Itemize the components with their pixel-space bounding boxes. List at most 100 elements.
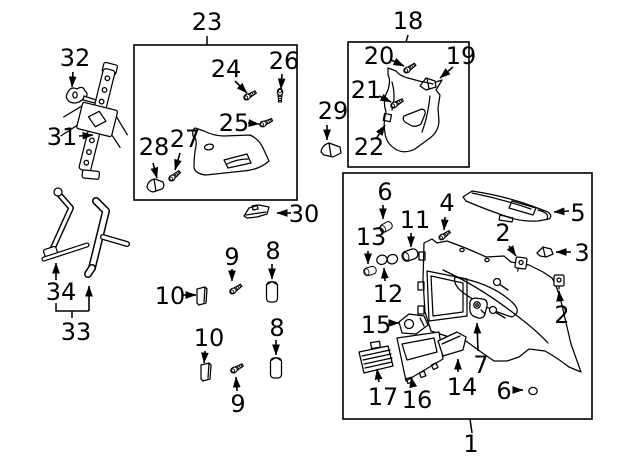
callout-arrow-21	[378, 93, 392, 103]
callout-label-18: 18	[393, 7, 424, 35]
callout-arrow-28	[150, 162, 159, 179]
callout-label-26: 26	[269, 47, 300, 75]
callout-arrow-27	[174, 152, 182, 171]
callout-label-2b: 2	[554, 301, 569, 329]
callout-label-6a: 6	[377, 178, 392, 206]
callout-label-8a: 8	[265, 237, 280, 265]
callout-arrow-7	[473, 322, 482, 352]
group-box-23	[133, 44, 298, 201]
callout-arrow-10b	[200, 350, 209, 364]
callout-arrow-24	[234, 80, 248, 94]
callout-label-33: 33	[61, 318, 92, 346]
callout-label-7: 7	[473, 351, 488, 379]
callout-arrow-2a	[506, 245, 517, 257]
callout-arrow-25	[247, 119, 260, 127]
part-29-clip-drawing	[320, 142, 342, 158]
part-34-crank-handle-drawing	[41, 187, 90, 262]
callout-label-12: 12	[373, 280, 404, 308]
callout-bracket-33	[55, 285, 93, 318]
box-1-tick	[469, 418, 473, 434]
callout-label-15: 15	[361, 311, 392, 339]
part-23-trim-panel-drawing	[192, 127, 270, 176]
callout-arrow-20	[390, 58, 405, 67]
part-11-grommet-drawing	[400, 246, 420, 264]
part-33-wheel-wrench-drawing	[84, 197, 130, 278]
part-8b-cap-drawing	[269, 356, 283, 379]
callout-label-28: 28	[139, 133, 170, 161]
part-2a-clip-drawing	[514, 256, 528, 272]
part-10a-clip-drawing	[196, 286, 208, 306]
callout-arrow-31	[78, 131, 94, 140]
callout-arrow-32	[68, 71, 77, 88]
part-31-jack-drawing	[60, 61, 128, 180]
callout-label-17: 17	[368, 383, 399, 411]
callout-label-13: 13	[356, 223, 387, 251]
callout-label-5: 5	[570, 199, 585, 227]
callout-label-10b: 10	[194, 324, 225, 352]
callout-label-34: 34	[46, 278, 77, 306]
callout-label-30: 30	[289, 200, 320, 228]
callout-arrow-9b	[232, 376, 241, 392]
callout-arrow-26	[277, 73, 286, 90]
callout-label-22: 22	[354, 133, 385, 161]
callout-label-32: 32	[60, 44, 91, 72]
callout-arrow-5	[553, 207, 570, 216]
part-8a-cap-drawing	[265, 280, 279, 303]
callout-label-6b: 6	[496, 377, 511, 405]
part-20-screw-drawing	[402, 61, 418, 75]
callout-label-31: 31	[47, 123, 78, 151]
part-17-vent-grille-drawing	[358, 340, 394, 374]
callout-label-19: 19	[446, 42, 477, 70]
part-19-clip-drawing	[419, 77, 437, 91]
part-5-armrest-garnish-drawing	[462, 190, 552, 223]
part-26-screw-drawing	[276, 88, 284, 103]
part-16-access-panel-drawing	[396, 331, 444, 385]
part-3-clip-drawing	[536, 246, 554, 258]
callout-arrow-16	[409, 376, 418, 389]
part-9b-screw-drawing	[229, 362, 245, 375]
callout-label-8b: 8	[269, 314, 284, 342]
callout-arrow-2b	[556, 290, 564, 302]
group-box-1	[342, 172, 593, 420]
callout-label-4: 4	[439, 189, 454, 217]
part-6b-plug-drawing	[528, 386, 538, 396]
panel-pushpin-1	[492, 277, 509, 291]
part-4-screw-drawing	[437, 228, 452, 242]
part-10b-clip-drawing	[200, 362, 212, 382]
callout-label-14: 14	[447, 373, 478, 401]
callout-label-20: 20	[364, 42, 395, 70]
callout-label-9b: 9	[230, 390, 245, 418]
part-7-latch-drawing	[469, 297, 488, 319]
group-box-18	[347, 41, 470, 168]
part-30-molding-drawing	[243, 204, 270, 219]
callout-label-29: 29	[318, 97, 349, 125]
part-15-bezel-drawing	[398, 313, 429, 335]
part-27-screw-drawing	[167, 168, 182, 183]
callout-label-1: 1	[463, 430, 478, 458]
callout-label-24: 24	[211, 55, 242, 83]
callout-arrow-17	[374, 368, 383, 383]
callout-label-21: 21	[351, 76, 382, 104]
callout-label-2a: 2	[495, 219, 510, 247]
part-28-clip-drawing	[146, 178, 165, 193]
callout-label-23: 23	[192, 8, 223, 36]
callout-label-3: 3	[574, 239, 589, 267]
callout-arrow-4	[440, 216, 449, 231]
callout-label-25: 25	[219, 109, 250, 137]
callout-arrow-19	[439, 66, 454, 79]
callout-label-9a: 9	[224, 243, 239, 271]
part-32-wing-bolt-drawing	[65, 86, 97, 104]
part-14-cover-panel-drawing	[437, 331, 467, 357]
part-12-double-grommet-drawing	[376, 253, 399, 266]
callout-arrow-12	[380, 267, 389, 282]
part-9a-screw-drawing	[228, 282, 244, 296]
box-18-tick	[405, 34, 409, 43]
callout-label-10a: 10	[155, 282, 186, 310]
panel-pushpin-2	[488, 305, 506, 319]
callout-label-16: 16	[402, 386, 433, 414]
callout-label-27: 27	[170, 125, 201, 153]
callout-arrow-22	[375, 124, 386, 140]
callout-label-11: 11	[400, 206, 431, 234]
